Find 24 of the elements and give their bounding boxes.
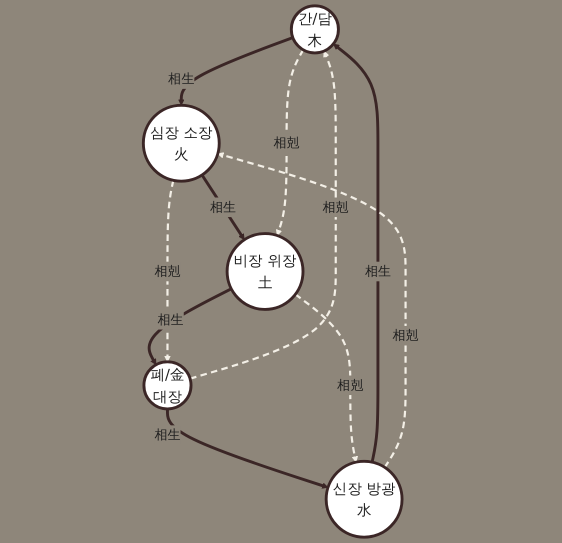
- node-circle: 폐/金 대장: [142, 360, 192, 410]
- node-circle: 간/담 木: [290, 4, 340, 54]
- edge-label: 相剋: [392, 328, 419, 344]
- edge-label: 相生: [158, 312, 184, 328]
- node-circle: 신장 방광 水: [324, 460, 404, 539]
- edge-label: 相剋: [337, 378, 364, 393]
- edge-label: 相生: [210, 200, 236, 215]
- node-circle: 심장 소장 火: [142, 104, 221, 183]
- arrow: [190, 50, 337, 380]
- arrow: [166, 408, 328, 489]
- edge-label: 相剋: [154, 264, 181, 280]
- edge-label: 相剋: [273, 136, 300, 151]
- arrow: [178, 36, 294, 106]
- arrow: [276, 49, 304, 236]
- arrow: [218, 152, 407, 468]
- edge-label: 相生: [154, 427, 181, 443]
- edge-label: 相剋: [322, 200, 349, 215]
- edge-label: 相生: [168, 71, 194, 87]
- arrow: [200, 174, 245, 240]
- arrow: [148, 288, 232, 366]
- edge-label: 相生: [364, 264, 392, 280]
- arrow: [333, 44, 380, 462]
- node-circle: 비장 위장 土: [226, 232, 304, 311]
- arrow: [294, 293, 358, 462]
